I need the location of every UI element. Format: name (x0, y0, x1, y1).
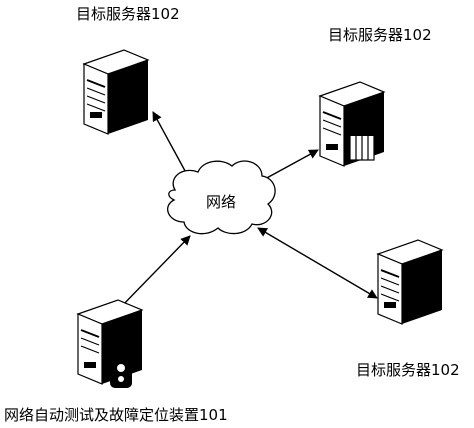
lock-icon (110, 358, 132, 388)
server-label-bottom-right: 目标服务器102 (356, 361, 460, 379)
device-icon (76, 299, 144, 388)
server-icon (376, 239, 444, 325)
server-icon (318, 81, 386, 167)
link-bottom-right (257, 227, 378, 299)
network-cloud: 网络 (167, 160, 276, 235)
network-label: 网络 (206, 193, 236, 211)
link-top-left (152, 111, 191, 181)
server-label-top-left: 目标服务器102 (76, 5, 180, 23)
server-label-top-right: 目标服务器102 (328, 26, 432, 44)
server-icon (82, 49, 150, 135)
link-bottom-left (117, 235, 191, 311)
device-label: 网络自动测试及故障定位装置101 (4, 406, 228, 424)
